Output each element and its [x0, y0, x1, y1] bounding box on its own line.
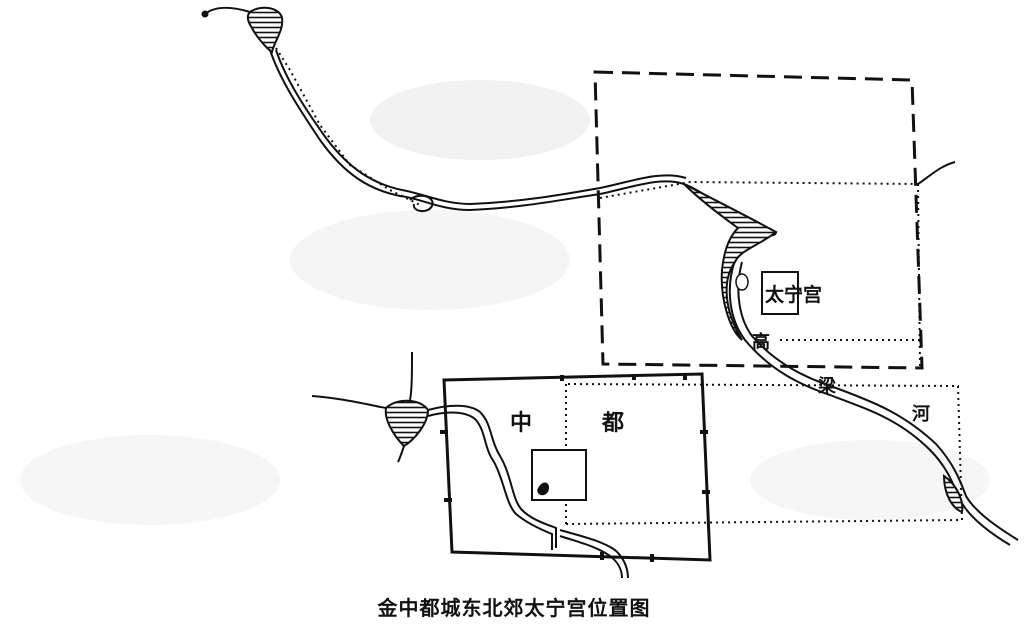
- taining-enclosure-dashed: [593, 70, 924, 370]
- imperial-city-box: [531, 449, 587, 501]
- west-lake: [384, 399, 430, 448]
- label-liang: 梁: [817, 375, 837, 397]
- taining-palace-box: [761, 271, 799, 315]
- source-spring-mark: [204, 6, 251, 15]
- scan-smudges: [20, 80, 990, 525]
- wall-bastions: [440, 374, 710, 562]
- label-zhong: 中: [510, 411, 532, 436]
- lake-island: [735, 273, 749, 291]
- southeast-lake: [942, 474, 964, 514]
- lianhua-river: [311, 351, 629, 579]
- label-he: 河: [912, 404, 930, 425]
- map-caption: 金中都城东北郊太宁宫位置图: [377, 596, 651, 620]
- label-gao: 高: [752, 331, 770, 353]
- label-taining-palace: 太宁宫: [765, 283, 822, 306]
- label-du: 都: [601, 411, 624, 436]
- northwest-lake: [246, 6, 284, 54]
- taining-lake: [683, 183, 778, 341]
- source-spring-dot: [201, 10, 209, 18]
- imperial-lake: [537, 482, 550, 496]
- zhongdu-city-wall: [442, 372, 712, 562]
- dotted-boundaries: [275, 47, 964, 525]
